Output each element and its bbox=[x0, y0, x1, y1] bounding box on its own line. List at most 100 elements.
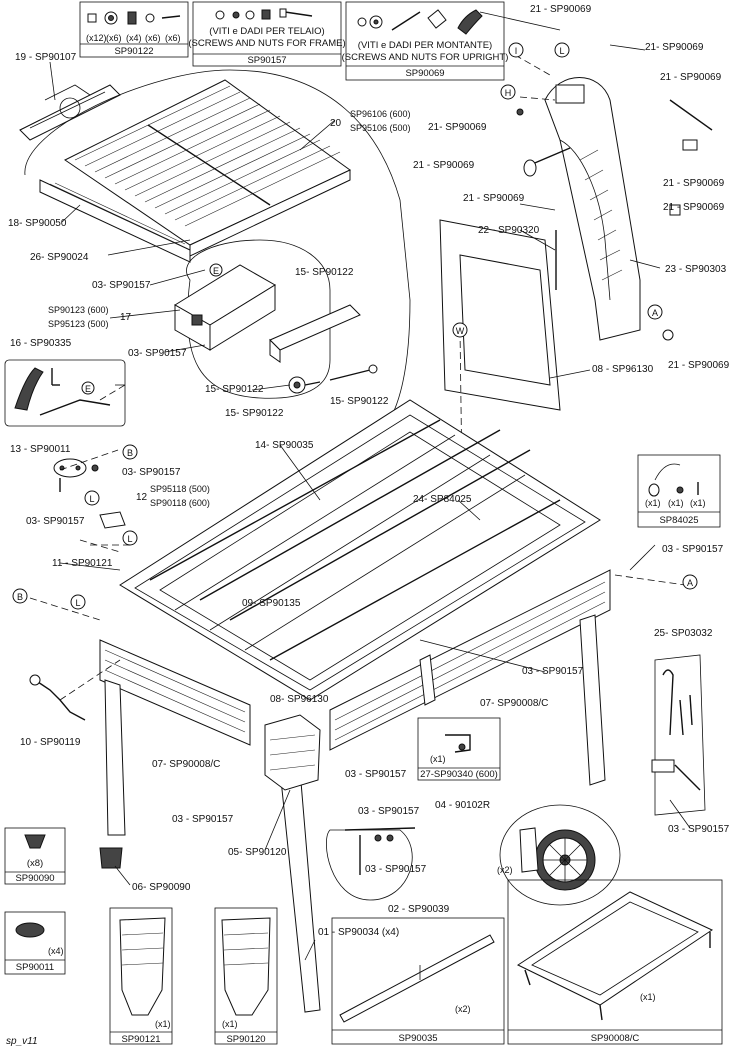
kit-desc-en: (SCREWS AND NUTS FOR UPRIGHT) bbox=[342, 52, 509, 63]
kit-desc-it: (VITI e DADI PER MONTANTE) bbox=[358, 40, 492, 51]
kit-box-sp90121: (x1) SP90121 bbox=[109, 907, 173, 1045]
callout-07-b: 07- SP90008/C bbox=[480, 698, 548, 709]
callout-08-a: 08 - SP96130 bbox=[592, 364, 654, 375]
svg-text:W: W bbox=[456, 326, 465, 336]
kit-box-sp84025: (x1) (x1) (x1) SP84025 bbox=[637, 454, 721, 528]
callout-15-d: 15- SP90122 bbox=[330, 396, 389, 407]
kit-box-sp90120: (x1) SP90120 bbox=[214, 907, 278, 1045]
callout-03-d: 03- SP90157 bbox=[26, 516, 85, 527]
callout-17-500: SP95123 (500) bbox=[48, 319, 109, 329]
marker-i: I bbox=[508, 42, 524, 58]
callout-20-600: SP96106 (600) bbox=[350, 109, 411, 119]
callout-26: 26- SP90024 bbox=[30, 252, 89, 263]
callout-01: 01 - SP90034 (x4) bbox=[318, 927, 399, 938]
screws-nuts-icon bbox=[215, 8, 313, 20]
kit-qty-3: (x1) bbox=[690, 498, 706, 508]
svg-text:I: I bbox=[515, 46, 518, 56]
callout-25: 25- SP03032 bbox=[654, 628, 713, 639]
marker-b-left: B bbox=[12, 588, 28, 604]
callout-11: 11 - SP90121 bbox=[52, 558, 113, 569]
kit-code: SP90122 bbox=[114, 46, 153, 57]
mounting-plate bbox=[439, 219, 561, 481]
callout-03-c: 03- SP90157 bbox=[122, 467, 181, 478]
kit-qty: (x4) bbox=[48, 946, 64, 956]
svg-text:B: B bbox=[127, 448, 133, 458]
callout-04: 04 - 90102R bbox=[435, 800, 490, 811]
callout-21-g: 21 - SP90069 bbox=[463, 193, 525, 204]
kit-qty: (x1) bbox=[155, 1019, 171, 1029]
screws-nuts-icon bbox=[357, 9, 483, 35]
callout-12-500: SP95118 (500) bbox=[150, 484, 210, 494]
kit-code: 27-SP90340 (600) bbox=[420, 769, 498, 780]
marker-l-top: L bbox=[554, 42, 570, 58]
callout-03-f: 03 - SP90157 bbox=[522, 666, 584, 677]
callout-03-e: 03 - SP90157 bbox=[662, 544, 724, 555]
kit-desc-it: (VITI e DADI PER TELAIO) bbox=[209, 26, 324, 37]
kit-code: SP90035 bbox=[398, 1033, 437, 1044]
marker-l-lower: L bbox=[122, 530, 138, 546]
callout-22: 22 - SP90320 bbox=[478, 225, 540, 236]
svg-text:L: L bbox=[89, 494, 94, 504]
kit-code: SP90157 bbox=[247, 55, 286, 66]
svg-text:L: L bbox=[75, 598, 80, 608]
bent-pipe-10 bbox=[29, 674, 86, 721]
callout-21-c: 21 - SP90069 bbox=[660, 72, 722, 83]
kit-qty: (x1) bbox=[430, 754, 446, 764]
main-frame bbox=[99, 399, 611, 1013]
kit-qty-4: (x6) bbox=[145, 33, 161, 43]
kit-code: SP90069 bbox=[405, 68, 444, 79]
kit-qty: (x1) bbox=[640, 992, 656, 1002]
callout-03-h: 03 - SP90157 bbox=[172, 814, 234, 825]
kit-box-sp90157: (VITI e DADI PER TELAIO) (SCREWS AND NUT… bbox=[188, 1, 346, 67]
kit-code: SP90120 bbox=[226, 1034, 265, 1045]
marker-l-left: L bbox=[70, 594, 86, 610]
wheel-bracket-13 bbox=[53, 458, 126, 529]
kit-box-sp90090: (x8) SP90090 bbox=[4, 827, 66, 885]
callout-03-j: 03 - SP90157 bbox=[365, 864, 427, 875]
kit-qty-2: (x6) bbox=[106, 33, 122, 43]
marker-b-upper: B bbox=[122, 444, 138, 460]
kit-box-sp90008: (x1) SP90008/C bbox=[507, 879, 723, 1045]
callout-03-g: 03 - SP90157 bbox=[345, 769, 407, 780]
marker-e-handle: E bbox=[81, 381, 95, 395]
leader-lines bbox=[49, 11, 691, 961]
svg-text:B: B bbox=[17, 592, 23, 602]
callout-21-a: 21 - SP90069 bbox=[530, 4, 592, 15]
callout-15-b: 15- SP90122 bbox=[205, 384, 264, 395]
callout-labels: 19 - SP90107 20 SP96106 (600) SP95106 (5… bbox=[8, 4, 730, 938]
svg-text:L: L bbox=[559, 46, 564, 56]
marker-a-upright: A bbox=[647, 304, 663, 320]
kit-code: SP84025 bbox=[659, 515, 698, 526]
callout-17-600: SP90123 (600) bbox=[48, 305, 109, 315]
kit-qty: (x1) bbox=[222, 1019, 238, 1029]
assembly-arrows bbox=[29, 54, 686, 701]
kit-qty-2: (x1) bbox=[668, 498, 684, 508]
callout-05: 05- SP90120 bbox=[228, 847, 287, 858]
marker-w: W bbox=[452, 322, 468, 338]
screws-nuts-icon bbox=[87, 11, 181, 25]
callout-21-d: 21- SP90069 bbox=[428, 122, 487, 133]
callout-08-b: 08- SP96130 bbox=[270, 694, 329, 705]
kit-code: SP90090 bbox=[15, 873, 54, 884]
kit-qty-1: (x1) bbox=[645, 498, 661, 508]
marker-a-right: A bbox=[682, 574, 698, 590]
kit-code: SP90121 bbox=[121, 1034, 160, 1045]
callout-15-a: 15- SP90122 bbox=[295, 267, 354, 278]
callout-03-k: 03 - SP90157 bbox=[668, 824, 730, 835]
callout-02: 02 - SP90039 bbox=[388, 904, 450, 915]
callout-18: 18- SP90050 bbox=[8, 218, 67, 229]
callout-14: 14- SP90035 bbox=[255, 440, 314, 451]
callout-06: 06- SP90090 bbox=[132, 882, 191, 893]
kit-qty: (x2) bbox=[455, 1004, 471, 1014]
kit-desc-en: (SCREWS AND NUTS FOR FRAME) bbox=[188, 38, 345, 49]
callout-15-c: 15- SP90122 bbox=[225, 408, 284, 419]
callout-21-f: 21 - SP90069 bbox=[663, 178, 725, 189]
svg-text:A: A bbox=[652, 308, 658, 318]
crank-part-02 bbox=[326, 827, 416, 901]
kit-box-sp90122: (x12) (x6) (x4) (x6) (x6) SP90122 bbox=[79, 1, 189, 58]
svg-text:A: A bbox=[687, 578, 693, 588]
bracket-group bbox=[174, 239, 378, 399]
table-top-assembly bbox=[39, 79, 351, 263]
callout-03-b: 03- SP90157 bbox=[128, 348, 187, 359]
kit-qty-5: (x6) bbox=[165, 33, 181, 43]
